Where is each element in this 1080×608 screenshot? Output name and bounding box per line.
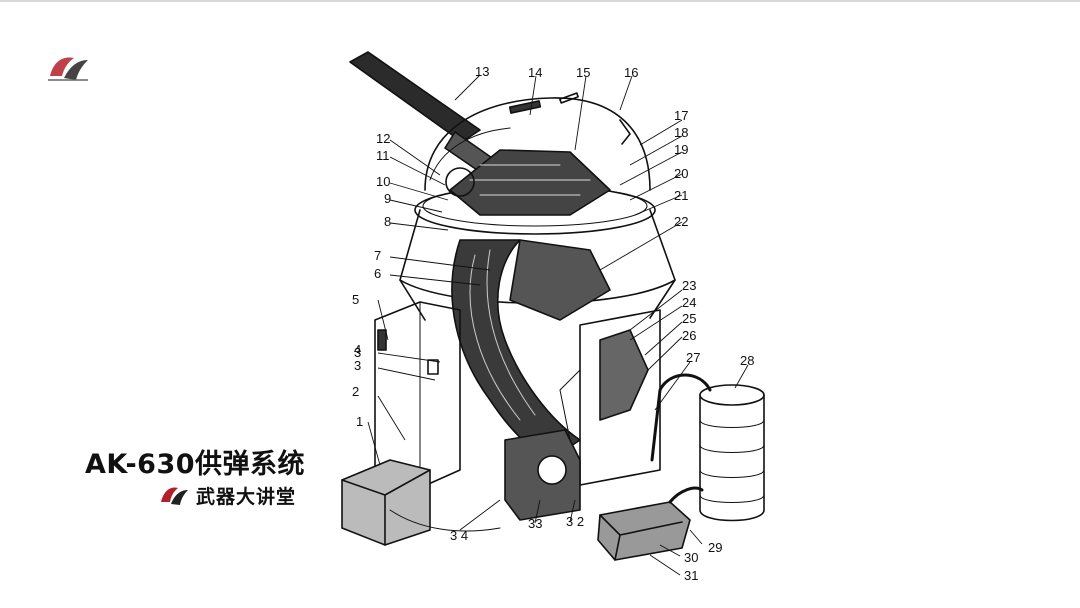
callout-13: 13 [475, 64, 489, 79]
callout-21: 21 [674, 188, 688, 203]
callout-23: 23 [682, 278, 696, 293]
feed-mechanism-box [504, 429, 581, 521]
cylinder-tank [650, 373, 765, 522]
callout-10: 10 [376, 174, 390, 189]
callout-6: 6 [374, 266, 381, 281]
callout-2: 2 [352, 384, 359, 399]
callout-8: 8 [384, 214, 391, 229]
callout-22: 22 [674, 214, 688, 229]
gun-barrel [349, 51, 496, 173]
callout-31: 31 [684, 568, 698, 583]
callout-26: 26 [682, 328, 696, 343]
callout-34: 3 4 [450, 528, 468, 543]
callout-3b: 3 [354, 345, 361, 360]
callout-15: 15 [576, 65, 590, 80]
gun-mechanism [445, 149, 611, 216]
right-door-frame [559, 309, 661, 486]
callout-20: 20 [674, 166, 688, 181]
leader-lines [367, 74, 749, 576]
callout-3a: 3 [354, 358, 361, 373]
callout-19: 19 [674, 142, 688, 157]
feed-system-diagram: 1 2 3 3 4 5 6 7 8 9 10 11 12 13 14 15 16… [341, 51, 765, 583]
callout-9: 9 [384, 191, 391, 206]
callout-16: 16 [624, 65, 638, 80]
ammo-feed-chute [451, 239, 611, 461]
callout-4: 4 [354, 342, 361, 357]
callout-27: 27 [686, 350, 700, 365]
callout-1: 1 [356, 414, 363, 429]
callout-29: 29 [708, 540, 722, 555]
ammo-box [341, 459, 501, 546]
callout-32: 3 2 [566, 514, 584, 529]
callout-5: 5 [352, 292, 359, 307]
callout-7: 7 [374, 248, 381, 263]
channel-logo-icon [48, 57, 88, 81]
brand-mark: 武器大讲堂 [158, 480, 296, 510]
motor-unit [597, 486, 704, 561]
callout-18: 18 [674, 125, 688, 140]
page-title: AK-630供弹系统 [85, 449, 306, 480]
brand-name: 武器大讲堂 [196, 485, 297, 508]
top-frame-line [0, 0, 1080, 2]
callout-11: 11 [376, 148, 390, 163]
callout-28: 28 [740, 353, 754, 368]
callout-30: 30 [684, 550, 698, 565]
callout-14: 14 [528, 65, 542, 80]
brand-logo-icon [161, 487, 188, 505]
callout-33: 33 [528, 516, 542, 531]
callout-12: 12 [376, 131, 390, 146]
callout-24: 24 [682, 295, 696, 310]
callout-25: 25 [682, 311, 696, 326]
callout-labels: 1 2 3 3 4 5 6 7 8 9 10 11 12 13 14 15 16… [352, 64, 754, 583]
callout-17: 17 [674, 108, 688, 123]
